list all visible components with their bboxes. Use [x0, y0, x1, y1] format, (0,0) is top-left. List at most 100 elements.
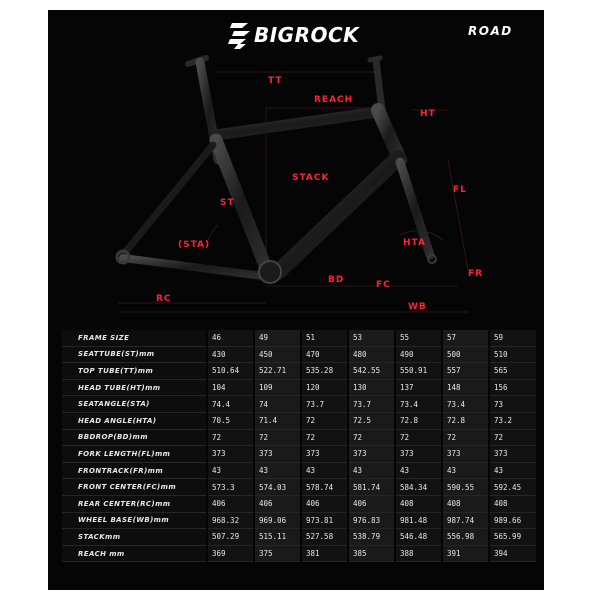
cell-value: 406 [300, 495, 348, 513]
cell-value: 546.48 [394, 528, 442, 546]
row-label: BBDROP(BD)mm [62, 429, 207, 447]
row-label: SEATTUBE(ST)mm [62, 346, 207, 364]
label-tt: TT [268, 76, 283, 86]
row-label: HEAD TUBE(HT)mm [62, 379, 207, 397]
cell-value: 73.4 [441, 395, 489, 413]
cell-value: 981.48 [394, 512, 442, 530]
cell-value: 43 [253, 462, 301, 480]
cell-value: 406 [347, 495, 395, 513]
cell-value: 72 [488, 429, 536, 447]
cell-value: 510.64 [206, 362, 254, 380]
bigrock-stripes-logo-icon [228, 23, 250, 49]
cell-value: 510 [488, 346, 536, 364]
label-rc: RC [156, 294, 172, 304]
cell-value: 373 [441, 445, 489, 463]
cell-value: 507.29 [206, 528, 254, 546]
cell-value: 500 [441, 346, 489, 364]
cell-value: 388 [394, 545, 442, 563]
cell-value: 527.58 [300, 528, 348, 546]
row-label: FRONT CENTER(FC)mm [62, 478, 207, 496]
cell-value: 973.81 [300, 512, 348, 530]
label-hta: HTA [403, 238, 426, 248]
cell-value: 148 [441, 379, 489, 397]
cell-value: 43 [347, 462, 395, 480]
cell-value: 989.66 [488, 512, 536, 530]
cell-value: 51 [300, 330, 348, 347]
cell-value: 480 [347, 346, 395, 364]
cell-value: 574.03 [253, 478, 301, 496]
cell-value: 70.5 [206, 412, 254, 430]
row-label: FRAME SIZE [62, 330, 207, 347]
cell-value: 72.8 [441, 412, 489, 430]
brand-logo: BIGROCK [228, 20, 359, 50]
label-reach: REACH [314, 95, 353, 105]
cell-value: 522.71 [253, 362, 301, 380]
cell-value: 43 [441, 462, 489, 480]
cell-value: 73.2 [488, 412, 536, 430]
cell-value: 373 [394, 445, 442, 463]
cell-value: 373 [347, 445, 395, 463]
cell-value: 43 [394, 462, 442, 480]
cell-value: 71.4 [253, 412, 301, 430]
cell-value: 72 [206, 429, 254, 447]
row-label: REACH mm [62, 545, 207, 563]
cell-value: 391 [441, 545, 489, 563]
label-wb: WB [408, 302, 427, 312]
cell-value: 373 [488, 445, 536, 463]
cell-value: 46 [206, 330, 254, 347]
label-bd: BD [328, 275, 344, 285]
label-ht: HT [420, 109, 436, 119]
cell-value: 55 [394, 330, 442, 347]
cell-value: 72 [394, 429, 442, 447]
cell-value: 968.32 [206, 512, 254, 530]
cell-value: 450 [253, 346, 301, 364]
label-fl: FL [453, 185, 467, 195]
cell-value: 538.79 [347, 528, 395, 546]
cell-value: 73 [488, 395, 536, 413]
cell-value: 408 [488, 495, 536, 513]
cell-value: 74 [253, 395, 301, 413]
cell-value: 430 [206, 346, 254, 364]
label-fr: FR [468, 269, 483, 279]
cell-value: 72 [300, 412, 348, 430]
cell-value: 109 [253, 379, 301, 397]
cell-value: 49 [253, 330, 301, 347]
cell-value: 592.45 [488, 478, 536, 496]
cell-value: 375 [253, 545, 301, 563]
cell-value: 156 [488, 379, 536, 397]
cell-value: 408 [441, 495, 489, 513]
cell-value: 72 [441, 429, 489, 447]
cell-value: 43 [206, 462, 254, 480]
cell-value: 573.3 [206, 478, 254, 496]
row-label: FRONTRACK(FR)mm [62, 462, 207, 480]
cell-value: 565.99 [488, 528, 536, 546]
cell-value: 490 [394, 346, 442, 364]
bicycle-frame [115, 55, 437, 284]
cell-value: 515.11 [253, 528, 301, 546]
cell-value: 72.8 [394, 412, 442, 430]
cell-value: 59 [488, 330, 536, 347]
cell-value: 578.74 [300, 478, 348, 496]
cell-value: 584.34 [394, 478, 442, 496]
cell-value: 385 [347, 545, 395, 563]
cell-value: 53 [347, 330, 395, 347]
cell-value: 976.83 [347, 512, 395, 530]
dimension-guides [118, 71, 469, 313]
cell-value: 57 [441, 330, 489, 347]
cell-value: 43 [488, 462, 536, 480]
bike-category: ROAD [468, 24, 513, 38]
cell-value: 987.74 [441, 512, 489, 530]
cell-value: 969.06 [253, 512, 301, 530]
